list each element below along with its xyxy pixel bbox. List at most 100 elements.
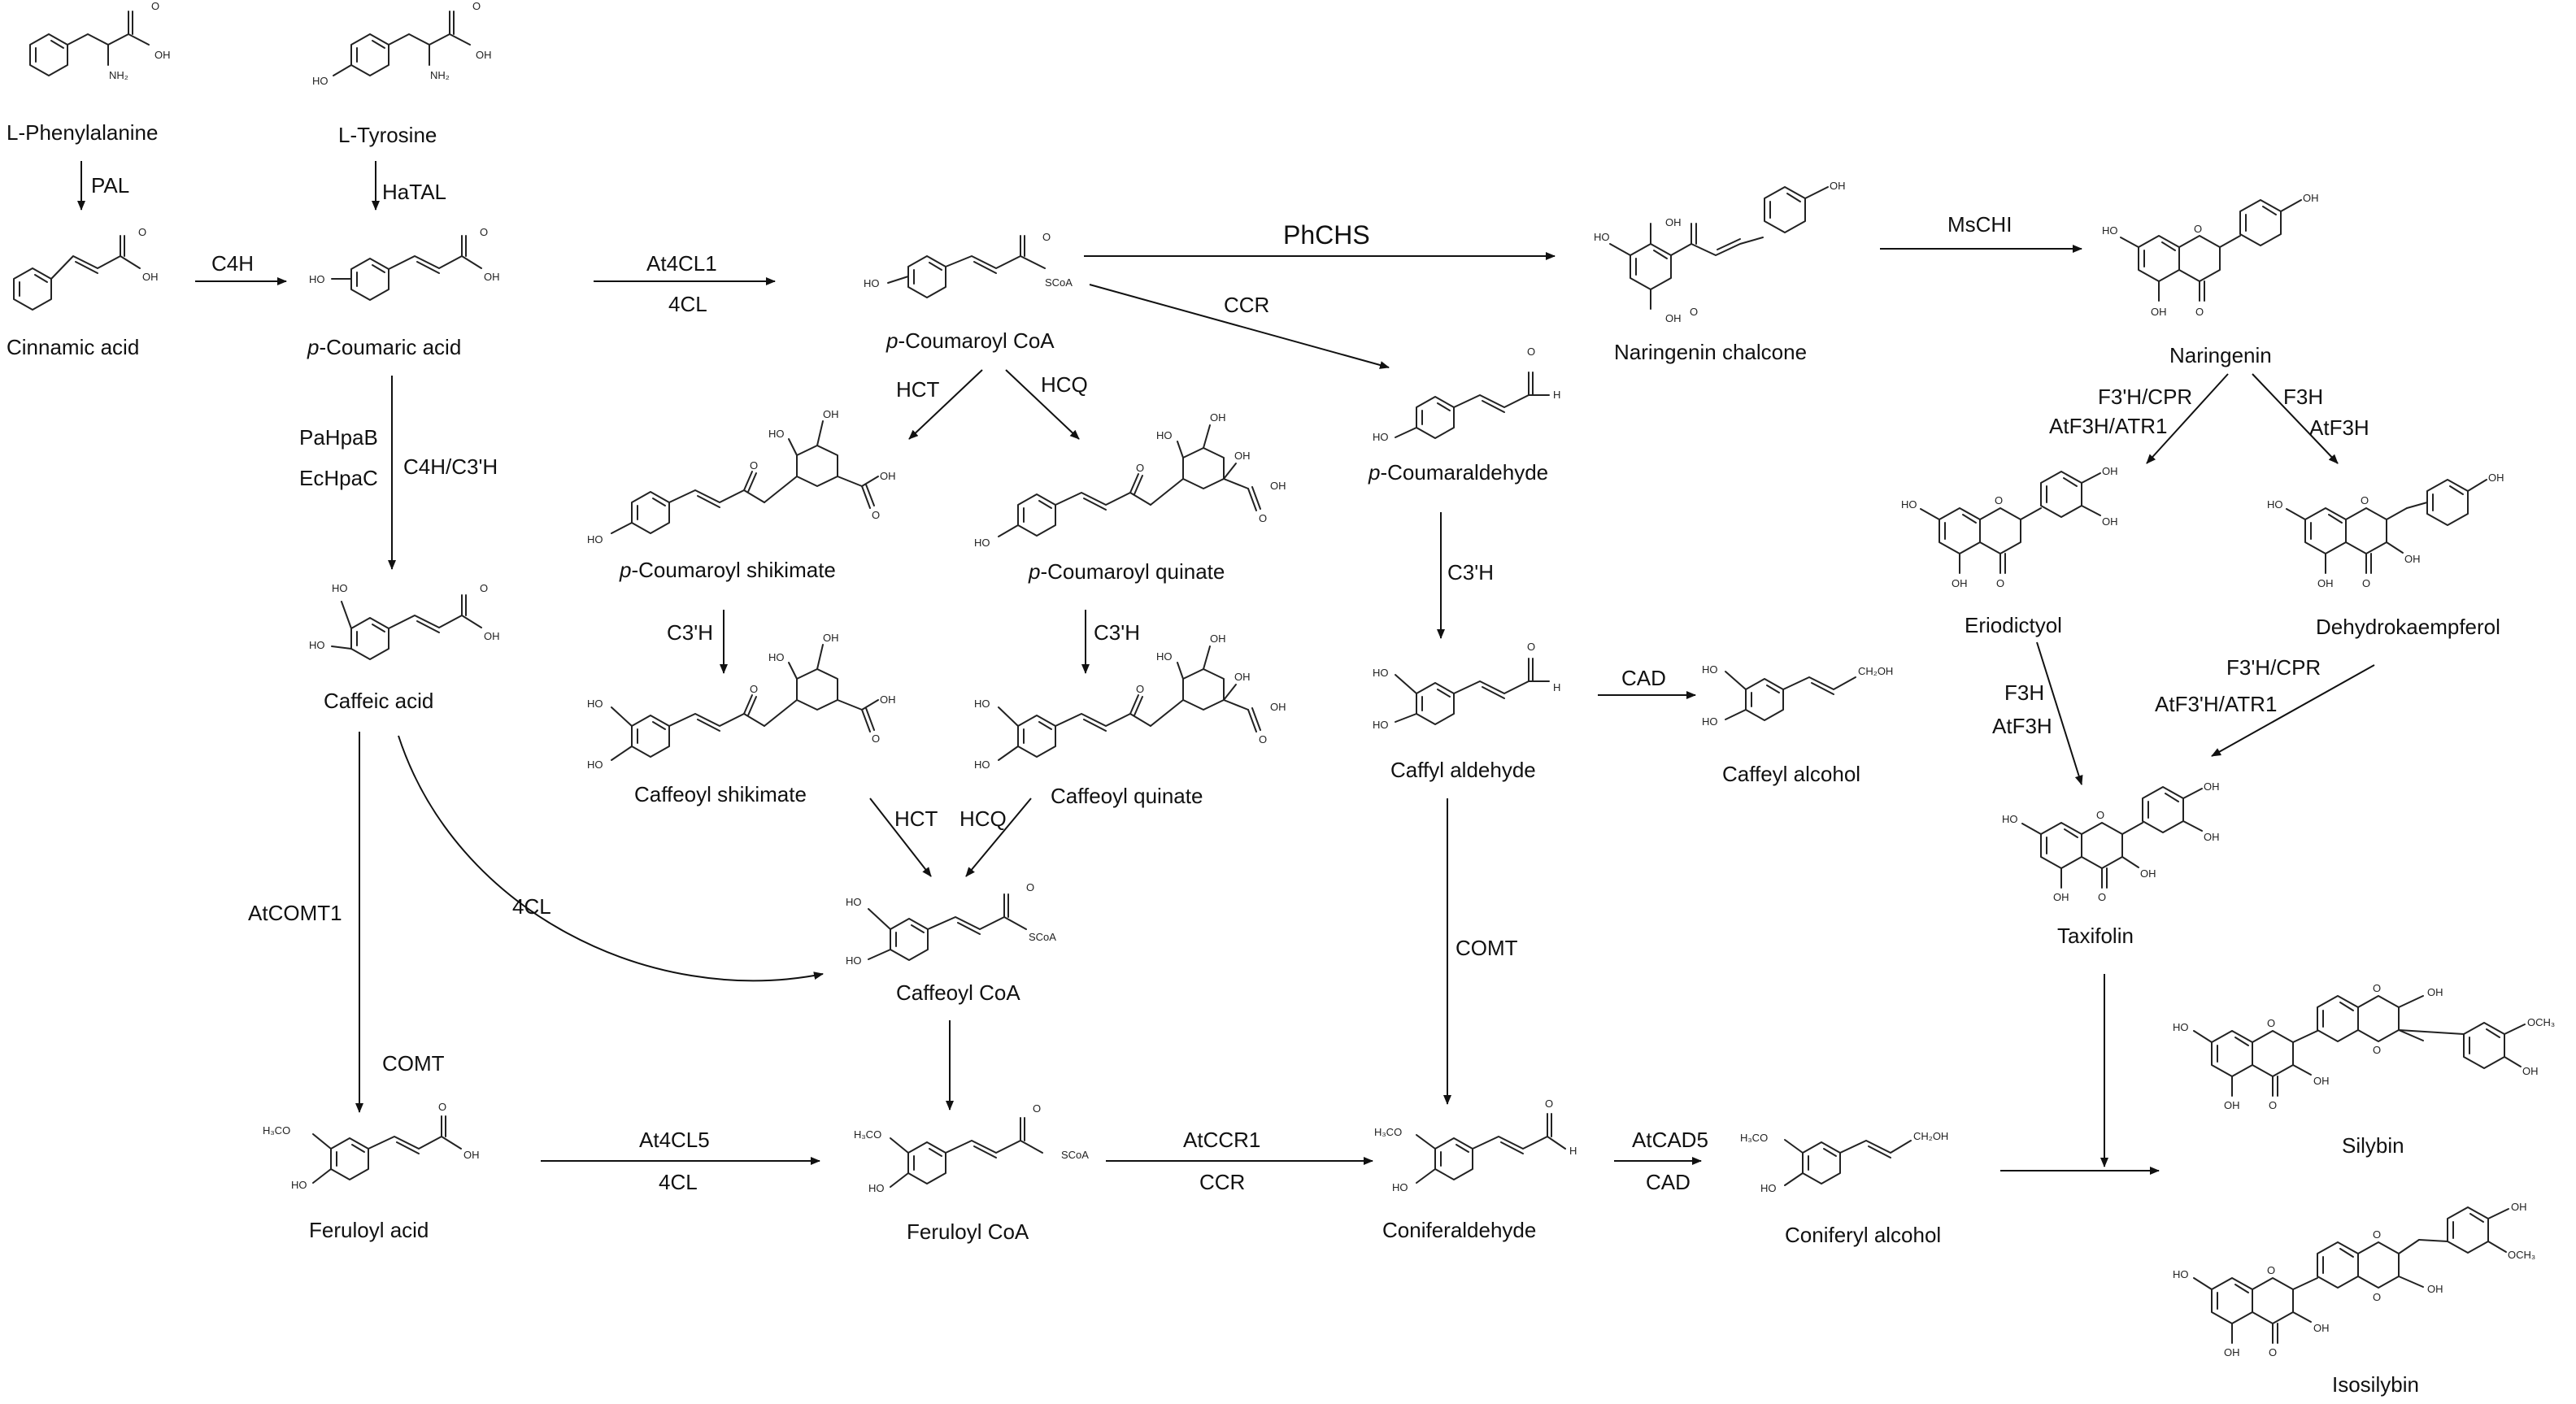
oh-label: OH [2522,1065,2539,1077]
ho-label: HO [1594,231,1610,243]
italic-p: p [1028,559,1040,584]
phenylalanine-label: L-Phenylalanine [7,120,158,145]
p-coumaraldehyde-label: p-Coumaraldehyde [1368,460,1548,485]
o-label: O [2269,1099,2277,1111]
ho-label: HO [974,537,990,549]
o-label: O [2096,809,2104,821]
enzyme-c4h-c3h: C4H/C3'H [403,454,498,479]
h3co-label: H₃CO [263,1124,290,1137]
oh-label: OH [823,632,839,644]
dehydrokaempferol-label: Dehydrokaempferol [2316,615,2500,639]
caffyl-aldehyde-structure [1395,658,1550,725]
oh-label: OH [2140,867,2156,880]
caffeoyl-shikimate-label: Caffeoyl shikimate [634,782,807,806]
o-label: O [1690,306,1698,318]
ho-label: HO [1901,498,1917,511]
oh-label: OH [823,408,839,420]
o-label: O [1136,462,1144,474]
caffyl-aldehyde-label: Caffyl aldehyde [1390,758,1536,782]
enzyme-mschi: MsCHI [1947,212,2012,237]
arrow-f3h-1 [2252,373,2339,464]
naringenin-label: Naringenin [2169,343,2272,367]
o-label: O [472,0,481,12]
oh-label: OH [1665,312,1682,324]
caffeoyl-quinate-structure [998,645,1261,761]
name-rest: -Coumaroyl CoA [898,328,1055,353]
p-coumaroyl-coa-structure [887,235,1046,298]
oh-label: OH [1234,671,1251,683]
oh-label: OH [2488,472,2504,484]
ho-label: HO [587,533,603,546]
o-label: O [750,459,758,472]
name-rest: -Coumaraldehyde [1380,460,1548,485]
enzyme-atcad5: AtCAD5 [1632,1128,1708,1152]
o-label: O [480,226,488,238]
ho-label: HO [1702,715,1718,728]
o-label: O [1136,683,1144,695]
o-label: O [872,509,880,521]
ho-label: HO [864,277,880,289]
p-coumaroyl-quinate-label: p-Coumaroyl quinate [1028,559,1225,584]
arrow-hcq-2 [965,798,1032,877]
caffeoyl-coa-structure [868,893,1027,961]
oh-label: OH [2224,1099,2240,1111]
scoa-label: SCoA [1029,931,1056,943]
arrow-ccr-coumaroyl [1089,284,1390,369]
oh-label: OH [484,630,500,642]
caffeoyl-coa-label: Caffeoyl CoA [896,980,1020,1005]
naringenin-chalcone-structure [1609,186,1829,310]
italic-p: p [307,335,319,359]
feruloyl-coa-structure [890,1117,1043,1188]
ho-label: HO [309,273,325,285]
oh-label: OH [2427,1283,2443,1295]
p-coumaroyl-shikimate-structure [611,420,879,534]
feruloyl-acid-label: Feruloyl acid [309,1218,429,1242]
isosilybin-structure [2193,1206,2509,1344]
caffeyl-alcohol-label: Caffeyl alcohol [1722,762,1860,786]
o-label: O [2373,1291,2381,1303]
enzyme-c3h-b: C3'H [1094,620,1140,645]
oh-label: OH [2053,891,2069,903]
o-label: O [1026,881,1034,893]
o-label: O [438,1101,446,1113]
eriodictyol-structure [1920,471,2101,574]
p-coumaric-acid-structure [331,235,482,301]
oh-label: OH [463,1149,480,1161]
ho-label: HO [846,896,862,908]
oh-label: OH [1270,480,1286,492]
tyrosine-label: L-Tyrosine [338,123,437,147]
o-label: O [1527,346,1535,358]
och3-label: OCH₃ [2508,1249,2535,1261]
italic-p: p [619,558,631,582]
oh-label: OH [1952,577,1968,589]
p-coumaroyl-coa-label: p-Coumaroyl CoA [886,328,1055,353]
feruloyl-coa-label: Feruloyl CoA [907,1219,1029,1244]
o-label: O [2373,1044,2381,1056]
arrow-hct-2 [869,798,932,877]
ho-label: HO [312,75,329,87]
enzyme-comt-a: COMT [382,1051,445,1076]
reaction-arrows [77,161,2375,1175]
oh-label: OH [476,49,492,61]
coniferaldehyde-label: Coniferaldehyde [1382,1218,1536,1242]
o-label: O [151,0,159,12]
cinnamic-acid-structure [13,235,141,311]
enzyme-4cl-b: 4CL [512,894,551,919]
oh-label: OH [2313,1322,2330,1334]
oh-label: OH [2151,306,2167,318]
ho-label: HO [291,1179,307,1191]
taxifolin-label: Taxifolin [2057,924,2134,948]
ho-label: HO [2267,498,2283,511]
ho-label: HO [1373,719,1389,731]
o-label: O [2373,1228,2381,1241]
isosilybin-label: Isosilybin [2332,1372,2419,1397]
enzyme-cad-a: CAD [1621,666,1666,690]
enzyme-4cl-c: 4CL [659,1170,698,1194]
italic-p: p [1368,460,1380,485]
phenylalanine-structure [29,11,150,76]
scoa-label: SCoA [1045,276,1073,289]
ho-label: HO [2173,1021,2189,1033]
caffeic-acid-label: Caffeic acid [324,689,433,713]
enzyme-hcq-a: HCQ [1041,372,1088,397]
enzyme-c3h-c: C3'H [1447,560,1494,585]
